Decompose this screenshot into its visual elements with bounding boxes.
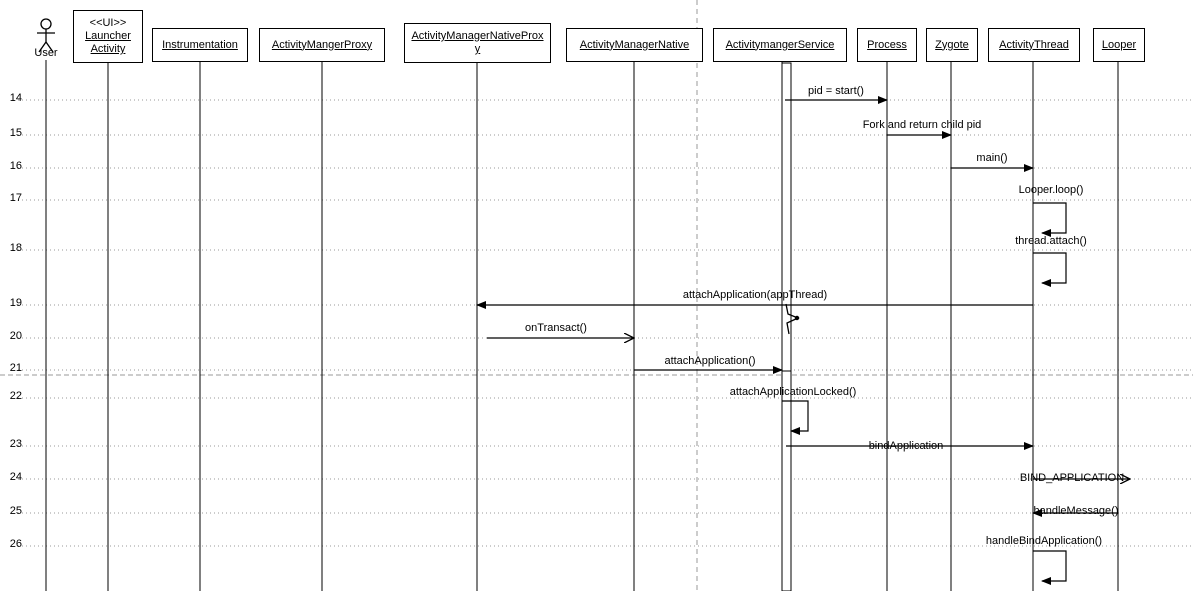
message-label-m17: Looper.loop()	[1018, 184, 1084, 196]
activation-bars	[781, 62, 792, 591]
lifeline-header-actthread[interactable]: ActivityThread	[988, 28, 1080, 62]
row-number-19: 19	[9, 297, 22, 309]
row-number-20: 20	[9, 330, 22, 342]
lifeline-header-amnative[interactable]: ActivityManagerNative	[566, 28, 703, 62]
lifeline-name-amproxy: ActivityMangerProxy	[271, 38, 373, 51]
lifeline-name-actthread: ActivityThread	[999, 38, 1069, 51]
message-label-m20: onTransact()	[525, 322, 587, 334]
message-label-m16: main()	[976, 152, 1008, 164]
row-number-23: 23	[9, 438, 22, 450]
lifeline-name-amnproxy: ActivityManagerNativeProx	[411, 30, 544, 42]
lifeline-header-zygote[interactable]: Zygote	[926, 28, 978, 62]
lifeline-name-process: Process	[867, 38, 907, 51]
message-label-m21: attachApplication()	[664, 355, 756, 367]
self-call-loop-looper[interactable]	[1033, 202, 1067, 237]
message-arrows	[476, 96, 1130, 517]
row-number-16: 16	[9, 160, 22, 172]
row-number-14: 14	[9, 92, 22, 104]
lifeline-name-looper: Looper	[1101, 38, 1137, 51]
lifeline-name-amservice: ActivitymangerService	[725, 38, 835, 51]
lifeline-name-amnative: ActivityManagerNative	[579, 38, 690, 51]
self-call-loop-handle[interactable]	[1033, 550, 1067, 585]
message-label-m24: BIND_APPLICATION	[1019, 472, 1125, 484]
row-number-25: 25	[9, 505, 22, 517]
lifeline-name-zygote: Zygote	[935, 38, 969, 51]
lifeline-name2-launcher: Activity	[90, 43, 126, 55]
message-label-m18: thread.attach()	[1015, 235, 1087, 247]
row-number-24: 24	[9, 471, 22, 483]
message-label-m26: handleBindApplication()	[985, 535, 1103, 547]
self-call-loop-locked[interactable]	[782, 400, 809, 435]
row-number-21: 21	[9, 362, 22, 374]
self-call-loops	[782, 202, 1067, 585]
lifeline-header-looper[interactable]: Looper	[1093, 28, 1145, 62]
lifeline-header-amproxy[interactable]: ActivityMangerProxy	[259, 28, 385, 62]
message-label-m25: handleMessage()	[1033, 505, 1119, 517]
lifeline-header-amservice[interactable]: ActivitymangerService	[713, 28, 847, 62]
lifeline-header-instr[interactable]: Instrumentation	[152, 28, 248, 62]
lifeline-header-process[interactable]: Process	[857, 28, 917, 62]
activation-bar-amservice[interactable]	[781, 370, 792, 591]
activation-bar-amservice[interactable]	[781, 62, 792, 372]
return-zigzag-dot	[794, 315, 800, 321]
row-number-15: 15	[9, 127, 22, 139]
self-call-loop-attach[interactable]	[1033, 252, 1067, 287]
row-number-17: 17	[9, 192, 22, 204]
lifeline-stereotype-launcher: <<UI>>	[89, 17, 127, 29]
actor-head-icon	[40, 18, 52, 30]
actor-user[interactable]: User	[24, 46, 68, 59]
lifeline-name2-amnproxy: y	[474, 43, 481, 55]
message-label-m23: bindApplication	[868, 440, 944, 452]
actor-figure	[37, 18, 55, 53]
message-label-m22: attachApplicationLocked()	[729, 386, 857, 398]
actor-label: User	[34, 47, 58, 59]
actor-leg-left-icon	[38, 41, 47, 53]
row-number-26: 26	[9, 538, 22, 550]
row-number-22: 22	[9, 390, 22, 402]
lifeline-name-launcher: Launcher	[85, 30, 131, 42]
row-number-18: 18	[9, 242, 22, 254]
lifeline-name-instr: Instrumentation	[162, 38, 238, 51]
row-grid-lines	[18, 99, 1193, 547]
return-marker	[785, 303, 800, 335]
message-label-m14: pid = start()	[808, 85, 864, 97]
message-label-m19: attachApplication(appThread)	[682, 289, 828, 301]
message-label-m15: Fork and return child pid	[862, 119, 982, 131]
lifelines	[45, 60, 1119, 591]
actor-leg-right-icon	[45, 41, 54, 53]
